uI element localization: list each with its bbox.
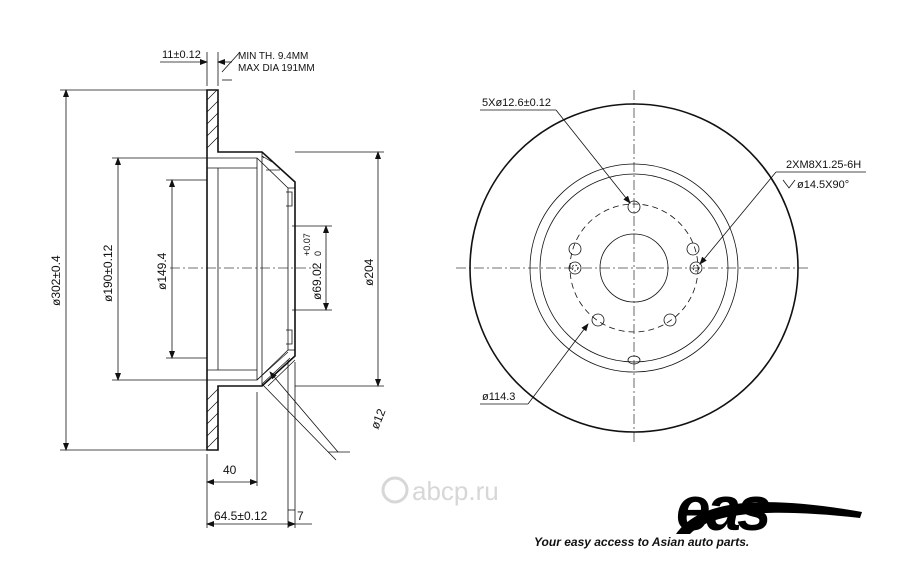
logo-text: eas bbox=[676, 475, 770, 544]
brand-logo: eas bbox=[676, 475, 862, 544]
thickness-label: 11±0.12 bbox=[162, 49, 201, 61]
pcd-label: ø114.3 bbox=[482, 391, 515, 403]
threaded-holes-label: 2XM8X1.25-6H bbox=[786, 159, 861, 171]
front-leaders bbox=[480, 109, 866, 405]
watermark-text: abcp.ru bbox=[412, 476, 499, 506]
total-height-label: 64.5±0.12 bbox=[214, 509, 268, 523]
hat-thickness-label: 7 bbox=[297, 509, 304, 523]
bolt-hole bbox=[627, 200, 641, 214]
disc-section-outline bbox=[206, 89, 296, 451]
bolt-hole bbox=[686, 242, 700, 256]
hat-circle bbox=[539, 173, 729, 363]
hat-wall-label: ø12 bbox=[368, 406, 389, 431]
center-bore-tol-upper: +0.07 bbox=[302, 233, 312, 256]
section-hatching bbox=[206, 89, 296, 449]
section-dimension-lines bbox=[60, 51, 384, 528]
bolt-hole bbox=[663, 313, 677, 327]
tagline: Your easy access to Asian auto parts. bbox=[534, 535, 749, 549]
min-thickness-label: MIN TH. 9.4MM bbox=[238, 51, 308, 62]
outer-diameter-label: ø302±0.4 bbox=[49, 255, 63, 306]
hub-outer-diameter-label: ø204 bbox=[362, 258, 376, 286]
bolt-holes-label: 5Xø12.6±0.12 bbox=[482, 97, 551, 109]
drum-diameter-label: ø190±0.12 bbox=[101, 244, 115, 302]
offset-label: 40 bbox=[223, 463, 237, 477]
bolt-hole bbox=[568, 242, 582, 256]
bolt-holes bbox=[568, 200, 700, 327]
watermark-logo-icon bbox=[381, 476, 409, 504]
front-view: 5Xø12.6±0.12 2XM8X1.25-6H ø14.5X90° ø114… bbox=[456, 90, 866, 442]
locator-slot bbox=[627, 355, 641, 365]
center-bore-tol-lower: 0 bbox=[313, 251, 323, 256]
threaded-holes bbox=[568, 261, 703, 275]
pcd-circle bbox=[569, 203, 699, 333]
logo-swoosh-icon bbox=[676, 502, 862, 534]
section-view: 11±0.12 MIN TH. 9.4MM MAX DIA 191MM ø302… bbox=[49, 49, 389, 528]
countersink-label: ø14.5X90° bbox=[797, 179, 849, 191]
max-diameter-label: MAX DIA 191MM bbox=[238, 63, 315, 74]
watermark: abcp.ru bbox=[381, 476, 499, 506]
center-bore-label: ø69.02 bbox=[310, 262, 324, 300]
drum-circle bbox=[529, 163, 739, 373]
bolt-hole bbox=[591, 313, 605, 327]
hub-recess-diameter-label: ø149.4 bbox=[155, 252, 169, 290]
outer-rim-circle bbox=[469, 103, 799, 433]
center-bore-circle bbox=[599, 233, 669, 303]
